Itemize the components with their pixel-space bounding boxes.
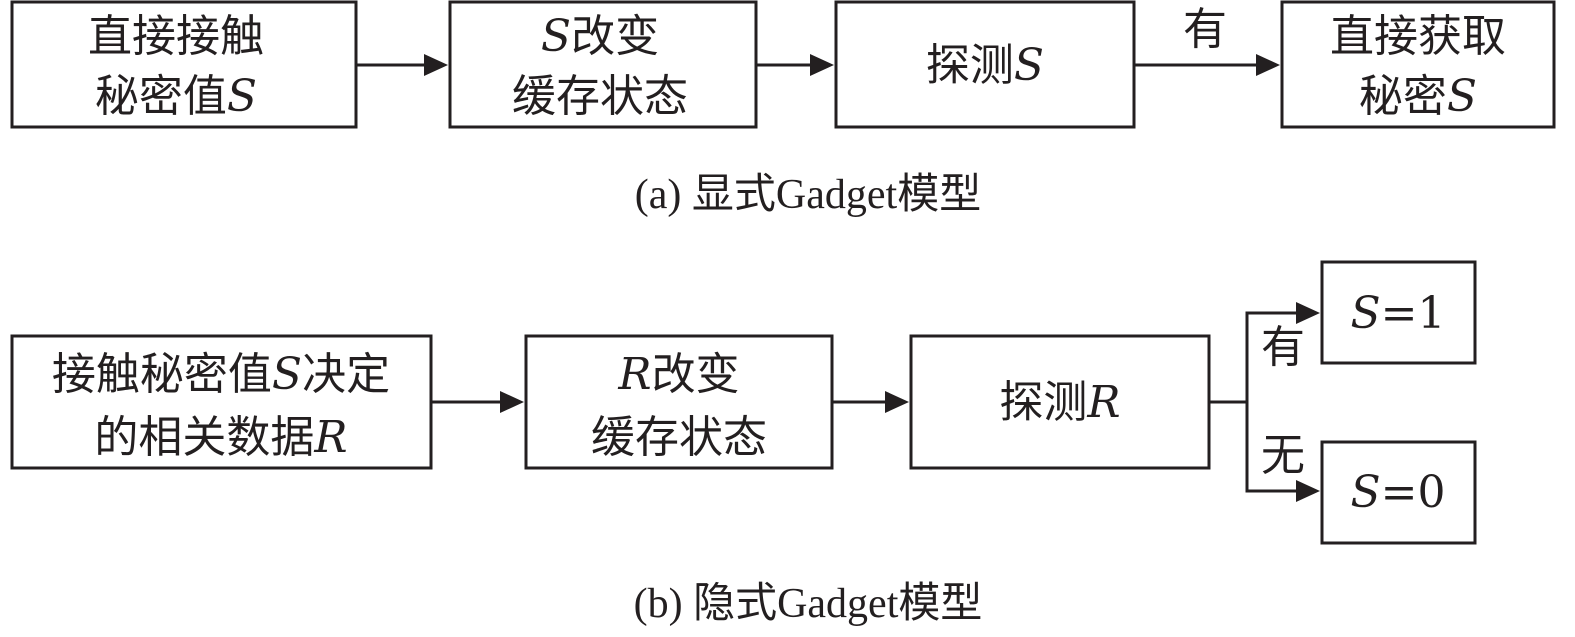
a-box3-text: 探测S bbox=[926, 40, 1044, 91]
b-box2-line1: R改变 bbox=[617, 349, 739, 400]
a-box2-line1: S改变 bbox=[541, 11, 659, 62]
b-result-0-text: S=0 bbox=[1350, 467, 1445, 518]
a-box4-line1: 直接获取 bbox=[1330, 11, 1506, 62]
b-box-probe bbox=[909, 334, 1211, 470]
a-caption: (a) 显式Gadget模型 bbox=[635, 172, 981, 218]
b-box3-text: 探测R bbox=[999, 377, 1120, 428]
b-arrowhead-2 bbox=[885, 391, 909, 413]
b-arrowhead-1 bbox=[500, 391, 524, 413]
b-box1-line2: 的相关数据R bbox=[94, 412, 347, 463]
b-box-result-0 bbox=[1320, 440, 1477, 545]
a-box2-line2: 缓存状态 bbox=[512, 71, 688, 122]
a-arrowhead-1 bbox=[424, 54, 448, 76]
b-box2-line2: 缓存状态 bbox=[591, 412, 767, 463]
b-branch-label-yes: 有 bbox=[1261, 322, 1305, 373]
a-box-direct-access bbox=[10, 0, 358, 129]
a-box1-line1: 直接接触 bbox=[88, 11, 264, 62]
a-arrowhead-2 bbox=[810, 54, 834, 76]
b-box-touch-secret bbox=[10, 334, 433, 470]
a-box-probe bbox=[834, 0, 1136, 129]
b-branch-upper bbox=[1209, 311, 1298, 404]
b-box-cache-change bbox=[524, 334, 834, 470]
b-box1-line1: 接触秘密值S决定 bbox=[52, 349, 390, 400]
a-box-get-secret bbox=[1280, 0, 1556, 129]
b-branch-lower bbox=[1245, 402, 1298, 493]
a-box4-line2: 秘密S bbox=[1359, 71, 1477, 122]
a-box-cache-change bbox=[448, 0, 758, 129]
a-edge-label-yes: 有 bbox=[1183, 4, 1227, 55]
b-branch-label-no: 无 bbox=[1261, 430, 1305, 481]
b-arrowhead-upper bbox=[1296, 302, 1320, 324]
panel-a: 直接接触 秘密值S S改变 缓存状态 探测S 有 直接获取 秘密S (a) 显式… bbox=[10, 0, 1556, 218]
b-caption: (b) 隐式Gadget模型 bbox=[634, 581, 983, 627]
b-box-result-1 bbox=[1320, 260, 1477, 365]
b-result-1-text: S=1 bbox=[1350, 288, 1445, 339]
a-box1-line2: 秘密值S bbox=[95, 71, 257, 122]
a-arrowhead-3 bbox=[1256, 54, 1280, 76]
b-arrowhead-lower bbox=[1296, 480, 1320, 502]
panel-b: 接触秘密值S决定 的相关数据R R改变 缓存状态 探测R 有 无 S=1 S=0… bbox=[10, 260, 1477, 627]
